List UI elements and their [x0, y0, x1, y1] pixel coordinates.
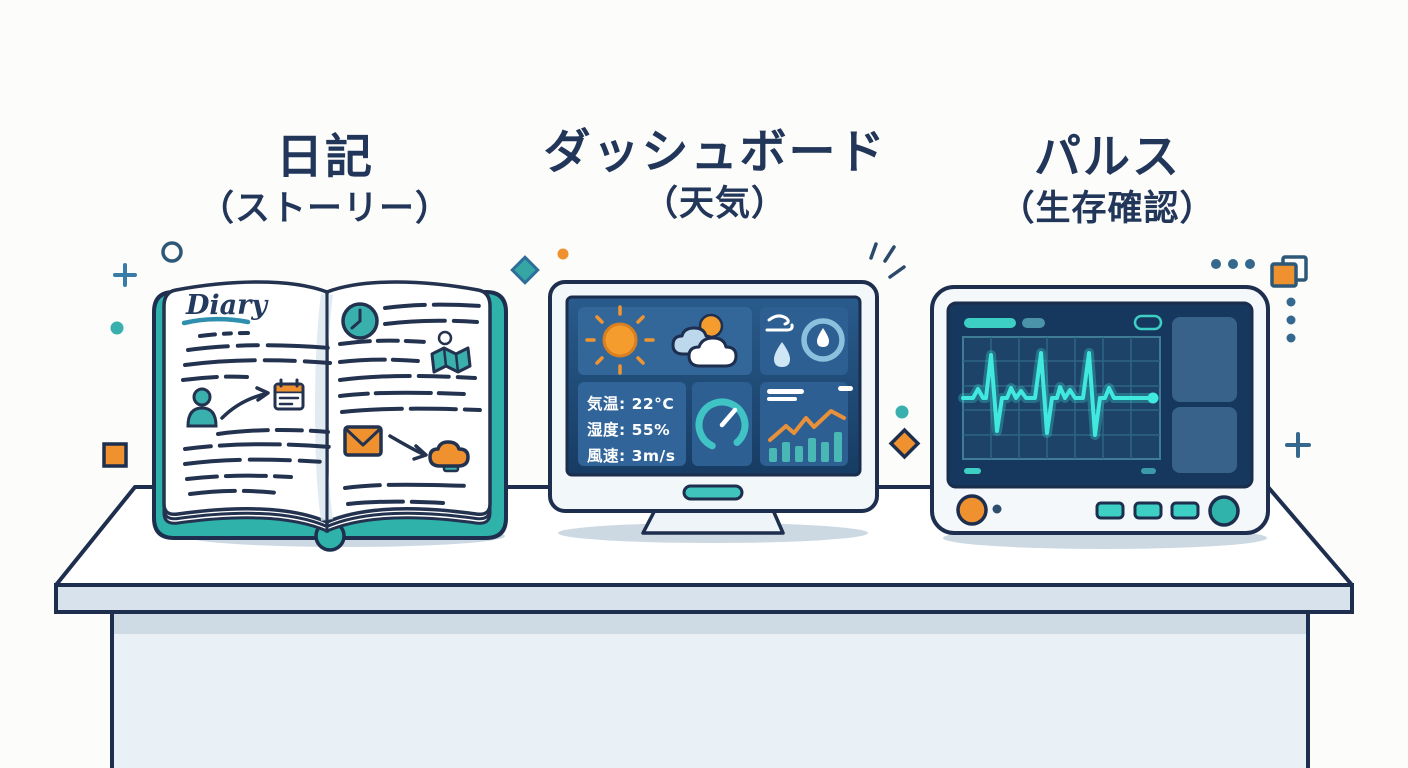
- clock-icon: [341, 302, 379, 340]
- handwritten-lines-right: [338, 302, 482, 506]
- mini-bar-chart: [769, 432, 842, 462]
- indicator-dot: [992, 504, 1002, 514]
- title-pulse-sub: （生存確認）: [999, 189, 1216, 229]
- arrow-to-cloud: [388, 434, 428, 461]
- screen-bar-long: [964, 318, 1016, 328]
- cloud-sun-icon: [671, 313, 738, 368]
- screen-bar-short: [1022, 318, 1045, 328]
- reading-wind-speed: 風速: 3m/s: [587, 447, 675, 465]
- map-icon: [430, 330, 472, 374]
- orange-knob: [956, 494, 988, 526]
- idea-cloud-icon: [428, 440, 470, 473]
- screen-footer-bar-left: [964, 468, 981, 474]
- ecg-trace-dot: [1147, 392, 1159, 404]
- side-panel-bottom: [1172, 407, 1237, 473]
- screen-footer-bar-right: [1141, 468, 1156, 474]
- diary-book: Diary: [152, 280, 508, 552]
- diary-cover-label: Diary: [185, 290, 269, 321]
- teal-button-2: [1133, 501, 1163, 520]
- page-gutter-shade: [315, 293, 333, 521]
- diary-title-underline: [181, 316, 251, 326]
- monitor-power-button: [682, 484, 744, 501]
- desk-edge-band: [54, 583, 1354, 614]
- droplet-icon: [774, 342, 790, 367]
- desk-front-strip: [112, 612, 1308, 634]
- side-panel-top: [1172, 317, 1237, 402]
- wind-icon: [765, 314, 794, 332]
- title-pulse-main: パルス: [1034, 130, 1181, 185]
- title-diary-sub: （ストーリー）: [198, 189, 451, 229]
- teal-button-3: [1170, 501, 1200, 520]
- weather-monitor: 気温: 22°C 湿度: 55% 風速: 3m/s: [548, 280, 879, 535]
- screen-pill-outline: [1133, 314, 1163, 331]
- calendar-icon: [273, 378, 305, 411]
- title-dashboard-main: ダッシュボード: [543, 125, 887, 180]
- teal-knob: [1208, 495, 1240, 527]
- monitor-stand: [641, 508, 785, 535]
- pulse-monitor: [930, 285, 1270, 535]
- title-dashboard-sub: （天気）: [642, 184, 787, 224]
- humidity-gauge-icon: [801, 318, 845, 362]
- title-diary: 日記 （ストーリー）: [150, 130, 500, 232]
- arrow-to-calendar: [220, 386, 270, 420]
- title-pulse: パルス （生存確認）: [935, 130, 1280, 232]
- reading-temperature: 気温: 22°C: [587, 394, 674, 413]
- desk-front-panel: [112, 612, 1308, 768]
- reading-humidity: 湿度: 55%: [586, 420, 670, 439]
- sun-icon: [585, 305, 655, 375]
- gauge-icon: [695, 398, 749, 452]
- teal-button-1: [1095, 501, 1125, 520]
- ecg-waveform: [958, 348, 1159, 440]
- title-dashboard: ダッシュボード （天気）: [515, 125, 915, 227]
- tile-readings: [578, 382, 686, 466]
- title-diary-main: 日記: [276, 130, 374, 185]
- chart-icon: [767, 386, 853, 462]
- handwritten-lines-left: [181, 331, 332, 496]
- mini-line-chart: [768, 409, 846, 442]
- person-icon: [186, 387, 218, 428]
- envelope-icon: [343, 425, 383, 457]
